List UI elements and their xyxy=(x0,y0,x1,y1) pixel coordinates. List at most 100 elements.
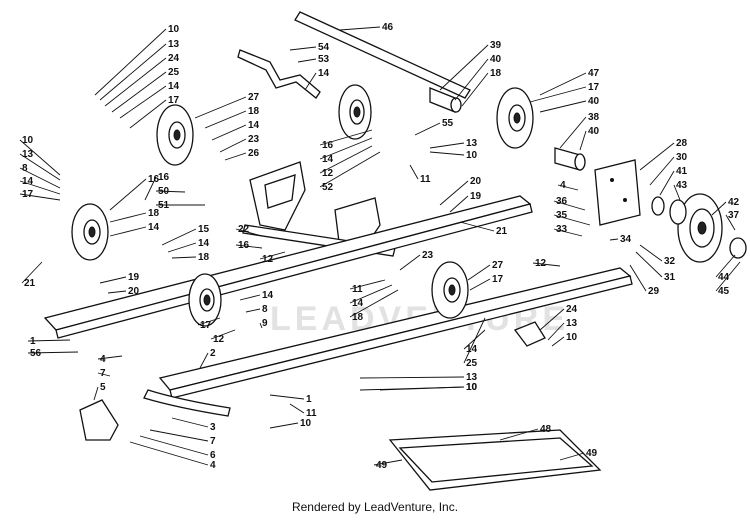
slide-rail-upper xyxy=(43,195,533,339)
rear-axle-plate-28 xyxy=(594,159,641,226)
callout-leader-line xyxy=(104,57,167,107)
callout-leader-line xyxy=(499,428,539,441)
callout-leader-line xyxy=(711,201,727,216)
callout-number: 2 xyxy=(210,348,216,359)
callout-number: 20 xyxy=(128,286,140,297)
callout-leader-line xyxy=(171,417,209,428)
callout-leader-line xyxy=(19,167,61,189)
callout-leader-line xyxy=(715,254,736,278)
callout-leader-line xyxy=(529,86,587,103)
callout-number: 51 xyxy=(158,200,170,211)
callout-number: 14 xyxy=(22,176,34,187)
rail-curve-front xyxy=(143,389,231,417)
hub-cap-44 xyxy=(729,237,747,259)
callout-number: 48 xyxy=(540,424,552,435)
callout-leader-line xyxy=(149,429,209,442)
callout-number: 14 xyxy=(466,344,478,355)
callout-number: 30 xyxy=(676,152,688,163)
callout-leader-line xyxy=(235,244,263,249)
callout-number: 25 xyxy=(168,67,180,78)
callout-leader-line xyxy=(109,178,147,211)
callout-number: 11 xyxy=(420,174,431,185)
callout-number: 18 xyxy=(148,208,160,219)
callout-leader-line xyxy=(259,251,286,260)
callout-leader-line xyxy=(579,130,587,151)
callout-number: 21 xyxy=(24,278,36,289)
callout-leader-line xyxy=(319,151,381,188)
callout-number: 40 xyxy=(490,54,502,65)
callout-number: 35 xyxy=(556,210,568,221)
callout-leader-line xyxy=(97,355,123,360)
callout-leader-line xyxy=(359,376,465,379)
callout-number: 12 xyxy=(535,258,547,269)
callout-number: 13 xyxy=(566,318,578,329)
callout-leader-line xyxy=(553,228,583,237)
callout-leader-line xyxy=(639,142,675,171)
block-24 xyxy=(513,321,546,347)
callout-number: 25 xyxy=(466,358,478,369)
callout-leader-line xyxy=(27,339,71,342)
callout-leader-line xyxy=(553,200,586,211)
spacer-41 xyxy=(651,196,665,216)
callout-number: 41 xyxy=(676,166,688,177)
callout-number: 11 xyxy=(306,408,317,419)
callout-number: 31 xyxy=(664,272,676,283)
callout-leader-line xyxy=(467,264,491,281)
callout-number: 37 xyxy=(728,210,740,221)
callout-number: 23 xyxy=(422,250,434,261)
callout-leader-line xyxy=(210,329,236,340)
callout-leader-line xyxy=(155,190,186,193)
callout-leader-line xyxy=(259,322,263,329)
callout-leader-line xyxy=(414,122,441,136)
callout-leader-line xyxy=(539,72,587,96)
callout-leader-line xyxy=(269,422,299,429)
callout-number: 14 xyxy=(322,154,334,165)
callout-leader-line xyxy=(349,279,386,290)
bearing-43 xyxy=(669,199,687,225)
callout-leader-line xyxy=(461,72,489,107)
callout-number: 14 xyxy=(198,238,210,249)
callout-number: 36 xyxy=(556,196,568,207)
callout-leader-line xyxy=(235,228,263,237)
callout-leader-line xyxy=(129,99,167,129)
callout-number: 53 xyxy=(318,54,330,65)
callout-number: 18 xyxy=(198,252,210,263)
callout-number: 29 xyxy=(648,286,660,297)
callout-leader-line xyxy=(194,96,247,119)
callout-leader-line xyxy=(429,142,465,149)
callout-leader-line xyxy=(454,58,489,101)
callout-leader-line xyxy=(219,138,247,153)
callout-number: 12 xyxy=(213,334,225,345)
bogie-wheel-lower-mid xyxy=(188,273,222,327)
spacer-39 xyxy=(429,87,462,113)
callout-leader-line xyxy=(532,262,561,267)
callout-number: 21 xyxy=(496,226,508,237)
callout-number: 50 xyxy=(158,186,170,197)
callout-leader-line xyxy=(635,251,663,278)
idler-wheel-upper-right xyxy=(496,87,534,149)
callout-leader-line xyxy=(539,100,587,113)
callout-leader-line xyxy=(107,290,127,294)
callout-number: 10 xyxy=(22,135,34,146)
callout-number: 20 xyxy=(470,176,482,187)
callout-leader-line xyxy=(139,435,209,456)
callout-leader-line xyxy=(211,124,247,141)
callout-number: 11 xyxy=(352,284,363,295)
callout-leader-line xyxy=(204,110,247,129)
callout-leader-line xyxy=(199,352,209,369)
callout-number: 10 xyxy=(566,332,578,343)
callout-number: 39 xyxy=(490,40,502,51)
callout-number: 10 xyxy=(466,382,478,393)
callout-number: 16 xyxy=(158,172,170,183)
callout-leader-line xyxy=(439,44,489,91)
callout-leader-line xyxy=(245,308,261,313)
idler-wheel-upper-mid xyxy=(338,84,372,140)
callout-leader-line xyxy=(319,145,373,174)
callout-leader-line xyxy=(399,254,421,271)
callout-leader-line xyxy=(339,26,381,31)
callout-number: 34 xyxy=(620,234,632,245)
callout-leader-line xyxy=(19,180,61,195)
callout-leader-line xyxy=(99,276,127,284)
callout-number: 40 xyxy=(588,96,600,107)
